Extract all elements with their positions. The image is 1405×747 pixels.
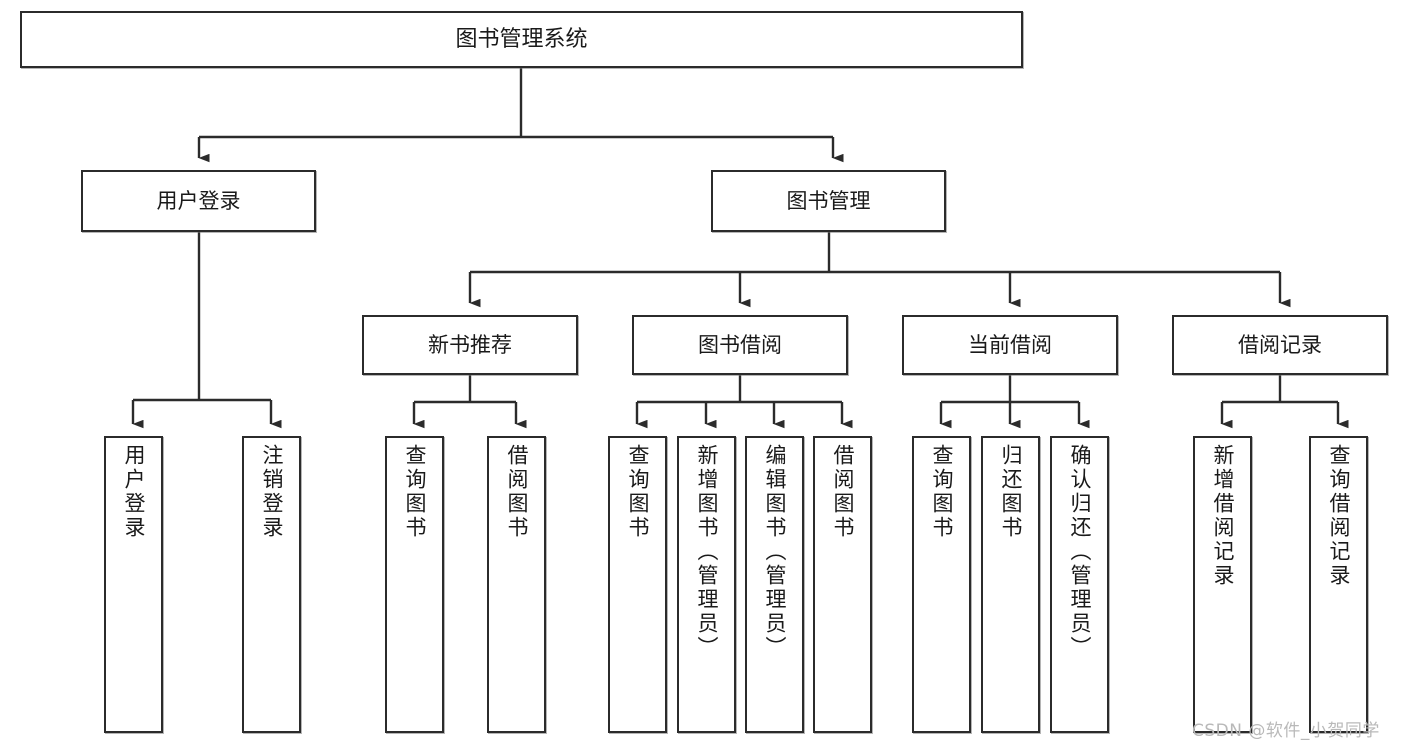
node-user-login[interactable]: 用户登录 bbox=[81, 170, 316, 232]
leaf-add-borrow-record-label: 新增借阅记录 bbox=[1211, 444, 1235, 588]
leaf-query-book-2[interactable]: 查询图书 bbox=[608, 436, 667, 733]
leaf-user-login[interactable]: 用户登录 bbox=[104, 436, 163, 733]
leaf-user-logout-label: 注销登录 bbox=[260, 444, 284, 540]
node-new-book-recommend[interactable]: 新书推荐 bbox=[362, 315, 578, 375]
node-borrow-record[interactable]: 借阅记录 bbox=[1172, 315, 1388, 375]
node-new-book-recommend-label: 新书推荐 bbox=[428, 332, 512, 357]
leaf-query-borrow-record[interactable]: 查询借阅记录 bbox=[1309, 436, 1368, 733]
node-book-management-label: 图书管理 bbox=[786, 188, 871, 213]
leaf-user-login-label: 用户登录 bbox=[122, 444, 146, 540]
leaf-query-book-1[interactable]: 查询图书 bbox=[385, 436, 444, 733]
leaf-add-borrow-record[interactable]: 新增借阅记录 bbox=[1193, 436, 1252, 733]
leaf-query-borrow-record-label: 查询借阅记录 bbox=[1327, 444, 1351, 588]
leaf-return-book[interactable]: 归还图书 bbox=[981, 436, 1040, 733]
node-book-borrow-label: 图书借阅 bbox=[698, 332, 782, 357]
leaf-borrow-book-1-label: 借阅图书 bbox=[505, 444, 529, 540]
leaf-query-book-1-label: 查询图书 bbox=[403, 444, 427, 540]
leaf-borrow-book-2-label: 借阅图书 bbox=[831, 444, 855, 540]
node-root[interactable]: 图书管理系统 bbox=[20, 11, 1023, 68]
leaf-edit-book-admin-label: 编辑图书（管理员） bbox=[763, 444, 787, 660]
leaf-query-book-3-label: 查询图书 bbox=[930, 444, 954, 540]
leaf-add-book-admin[interactable]: 新增图书（管理员） bbox=[677, 436, 736, 733]
node-borrow-record-label: 借阅记录 bbox=[1238, 332, 1322, 357]
leaf-edit-book-admin[interactable]: 编辑图书（管理员） bbox=[745, 436, 804, 733]
leaf-query-book-2-label: 查询图书 bbox=[626, 444, 650, 540]
leaf-query-book-3[interactable]: 查询图书 bbox=[912, 436, 971, 733]
leaf-borrow-book-1[interactable]: 借阅图书 bbox=[487, 436, 546, 733]
node-root-label: 图书管理系统 bbox=[455, 26, 588, 52]
node-user-login-label: 用户登录 bbox=[156, 188, 241, 213]
leaf-confirm-return-admin[interactable]: 确认归还（管理员） bbox=[1050, 436, 1109, 733]
node-book-management[interactable]: 图书管理 bbox=[711, 170, 946, 232]
leaf-user-logout[interactable]: 注销登录 bbox=[242, 436, 301, 733]
leaf-return-book-label: 归还图书 bbox=[999, 444, 1023, 540]
node-book-borrow[interactable]: 图书借阅 bbox=[632, 315, 848, 375]
node-current-borrow[interactable]: 当前借阅 bbox=[902, 315, 1118, 375]
leaf-borrow-book-2[interactable]: 借阅图书 bbox=[813, 436, 872, 733]
node-current-borrow-label: 当前借阅 bbox=[968, 332, 1052, 357]
csdn-watermark: CSDN @软件_小贺同学 bbox=[1192, 721, 1380, 741]
leaf-add-book-admin-label: 新增图书（管理员） bbox=[695, 444, 719, 660]
leaf-confirm-return-admin-label: 确认归还（管理员） bbox=[1068, 444, 1092, 660]
